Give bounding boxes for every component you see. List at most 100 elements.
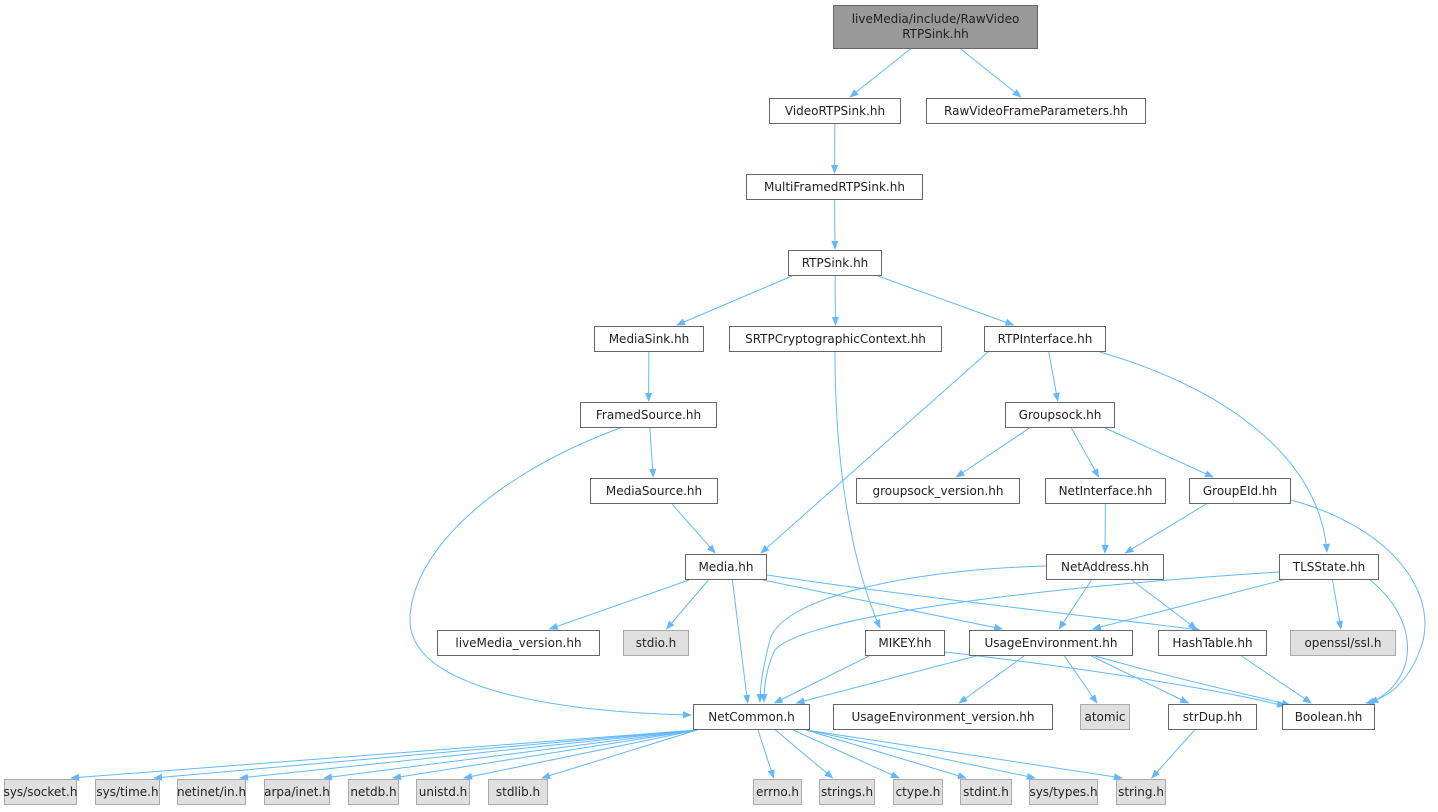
node-label: sys/socket.h: [3, 784, 78, 799]
node-label: stdio.h: [635, 635, 677, 650]
node-stdio: stdio.h: [623, 630, 689, 656]
node-atomic: atomic: [1080, 704, 1130, 730]
edge-NetCommon-to-sys_time: [153, 729, 698, 781]
node-rtpinterface[interactable]: RTPInterface.hh: [984, 326, 1106, 352]
node-label: RawVideoFrameParameters.hh: [944, 103, 1128, 118]
edge-TLSState-to-UsageEnvironment: [1091, 579, 1284, 631]
edge-RTPInterface-to-Groupsock: [1048, 351, 1060, 402]
node-livemedia-version[interactable]: liveMedia_version.hh: [437, 630, 600, 656]
node-mediasink[interactable]: MediaSink.hh: [594, 326, 704, 352]
node-root[interactable]: liveMedia/include/RawVideo RTPSink.hh: [833, 5, 1038, 49]
edge-NetCommon-to-errno: [757, 729, 775, 779]
node-label: MIKEY.hh: [878, 635, 932, 650]
node-label: strDup.hh: [1182, 709, 1243, 724]
edge-MIKEY-to-NetCommon: [773, 655, 870, 704]
node-string: string.h: [1116, 779, 1166, 805]
node-media[interactable]: Media.hh: [685, 554, 767, 580]
edge-NetCommon-to-netinet_in: [239, 729, 698, 781]
node-stdint: stdint.h: [960, 779, 1012, 805]
edge-root-to-VideoRTPSink: [849, 48, 911, 98]
node-label: MediaSink.hh: [608, 331, 690, 346]
node-rtpsink[interactable]: RTPSink.hh: [788, 250, 882, 276]
edge-GroupEId-to-Boolean: [1290, 499, 1426, 705]
edge-NetCommon-to-netdb: [392, 729, 698, 781]
node-hashtable[interactable]: HashTable.hh: [1158, 630, 1267, 656]
node-stdlib: stdlib.h: [488, 779, 548, 805]
node-label: MultiFramedRTPSink.hh: [764, 179, 905, 194]
node-usageenvironment[interactable]: UsageEnvironment.hh: [969, 630, 1133, 656]
node-multiframedrtpsink[interactable]: MultiFramedRTPSink.hh: [746, 174, 923, 200]
edge-MIKEY-to-Boolean: [944, 651, 1286, 708]
edge-NetCommon-to-strings: [775, 729, 834, 779]
node-label: strings.h: [820, 784, 874, 799]
node-label: SRTPCryptographicContext.hh: [745, 331, 926, 346]
node-label: Boolean.hh: [1294, 709, 1363, 724]
node-sys-socket: sys/socket.h: [4, 779, 77, 805]
node-label: GroupEId.hh: [1202, 483, 1278, 498]
node-strdup[interactable]: strDup.hh: [1168, 704, 1257, 730]
edge-TLSState-to-openssl: [1332, 579, 1344, 630]
edge-NetCommon-to-stdlib: [541, 729, 698, 780]
node-rawvideoframeparameters[interactable]: RawVideoFrameParameters.hh: [926, 98, 1146, 124]
node-label: unistd.h: [418, 784, 468, 799]
node-label: errno.h: [756, 784, 799, 799]
node-boolean[interactable]: Boolean.hh: [1282, 704, 1375, 730]
node-ctype: ctype.h: [893, 779, 943, 805]
edge-NetCommon-to-ctype: [792, 729, 900, 779]
node-tlsstate[interactable]: TLSState.hh: [1279, 554, 1379, 580]
edge-NetCommon-to-arpa_inet: [323, 729, 698, 781]
node-label: netinet/in.h: [176, 784, 247, 799]
node-label: NetCommon.h: [708, 709, 795, 724]
edge-Media-to-UsageEnvironment: [762, 579, 1004, 631]
node-groupsock-version[interactable]: groupsock_version.hh: [856, 478, 1020, 504]
node-netdb: netdb.h: [348, 779, 399, 805]
edge-NetCommon-to-sys_types: [805, 729, 1036, 780]
edge-root-to-RawVideoFrameParameters: [960, 48, 1022, 98]
edge-NetAddress-to-UsageEnvironment: [1058, 579, 1092, 630]
node-groupsock[interactable]: Groupsock.hh: [1005, 402, 1115, 428]
node-label: HashTable.hh: [1172, 635, 1253, 650]
node-sys-time: sys/time.h: [95, 779, 160, 805]
edge-Groupsock-to-groupsock_version: [955, 427, 1030, 478]
edge-MediaSource-to-Media: [671, 503, 716, 554]
node-label: liveMedia/include/RawVideo RTPSink.hh: [851, 12, 1020, 41]
edge-TLSState-to-Boolean: [1369, 579, 1408, 704]
node-groupeid[interactable]: GroupEId.hh: [1189, 478, 1291, 504]
edge-UsageEnvironment-to-atomic: [1064, 655, 1098, 704]
edge-FramedSource-to-NetCommon: [409, 427, 692, 719]
edge-UsageEnvironment-to-strDup: [1091, 655, 1190, 704]
node-mikey[interactable]: MIKEY.hh: [865, 630, 945, 656]
edge-UsageEnvironment-to-Boolean: [1094, 655, 1291, 707]
edge-RTPInterface-to-TLSState: [1099, 351, 1330, 553]
node-label: ctype.h: [895, 784, 941, 799]
node-label: Media.hh: [698, 559, 754, 574]
node-arpa-inet: arpa/inet.h: [264, 779, 330, 805]
edge-NetAddress-to-HashTable: [1131, 579, 1198, 630]
node-mediasource[interactable]: MediaSource.hh: [590, 478, 718, 504]
node-label: stdlib.h: [495, 784, 541, 799]
edge-NetCommon-to-unistd: [463, 729, 698, 780]
node-netinterface[interactable]: NetInterface.hh: [1045, 478, 1166, 504]
node-label: Groupsock.hh: [1018, 407, 1102, 422]
node-videortpsink[interactable]: VideoRTPSink.hh: [769, 98, 901, 124]
node-netaddress[interactable]: NetAddress.hh: [1046, 554, 1164, 580]
edge-Media-to-HashTable: [766, 574, 1201, 633]
node-framedsource[interactable]: FramedSource.hh: [580, 402, 717, 428]
node-label: openssl/ssl.h: [1304, 635, 1382, 650]
node-label: NetInterface.hh: [1058, 483, 1153, 498]
edge-GroupEId-to-NetAddress: [1124, 503, 1207, 554]
node-openssl: openssl/ssl.h: [1290, 630, 1396, 656]
node-label: stdint.h: [963, 784, 1009, 799]
node-netinet-in: netinet/in.h: [177, 779, 246, 805]
node-label: groupsock_version.hh: [872, 483, 1004, 498]
edge-Media-to-liveMedia_version: [548, 579, 690, 630]
node-label: NetAddress.hh: [1061, 559, 1149, 574]
node-netcommon[interactable]: NetCommon.h: [693, 704, 810, 730]
node-label: TLSState.hh: [1292, 559, 1366, 574]
node-errno: errno.h: [753, 779, 802, 805]
node-usageenvironment-version[interactable]: UsageEnvironment_version.hh: [833, 704, 1053, 730]
node-srtp[interactable]: SRTPCryptographicContext.hh: [729, 326, 942, 352]
edge-UsageEnvironment-to-UsageEnvironment_version: [958, 655, 1025, 704]
edge-Media-to-NetCommon: [731, 579, 751, 704]
